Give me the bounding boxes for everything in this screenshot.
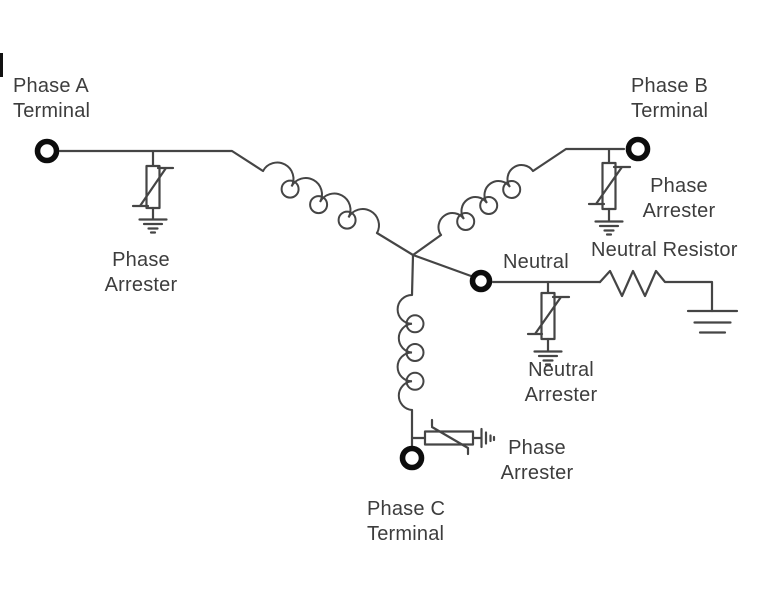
phase-a-arrester-symbol [131,150,175,234]
junction-to-neutral [411,253,473,278]
phase-a-ground-icon [138,218,168,234]
neutral-resistor-label: Neutral Resistor [591,239,738,261]
neutral-arrester-symbol [526,280,571,366]
phase-a-coil-to-junction [375,231,415,257]
neutral-arrester-ground-icon [533,350,563,366]
phase-b-junction-to-coil [411,233,443,257]
phase-b-branch [411,136,651,257]
phase-c-junction-to-coil [410,253,415,297]
neutral-resistor-ground-icon [686,309,739,334]
scan-edge-artifact [0,53,3,77]
neutral-resistor-symbol [598,269,714,313]
phase-a-winding-coil [262,161,380,234]
phase-c-terminal-label: Phase C Terminal [367,498,446,545]
phase-a-arrester-label: Phase Arrester [104,249,178,296]
phase-b-arrester-symbol [587,148,632,236]
phase-a-branch [34,138,415,257]
neutral-arrester-label: Neutral Arrester [524,359,598,406]
phase-c-arrester-label: Phase Arrester [500,437,574,484]
phase-b-terminal-bushing [625,136,651,162]
neutral-label: Neutral [503,251,569,273]
neutral-branch [411,253,739,366]
phase-b-ground-icon [594,220,624,236]
phase-c-winding-coil [396,294,425,411]
phase-b-terminal-label: Phase B Terminal [631,75,709,122]
phase-b-arrester-label: Phase Arrester [642,175,716,222]
phase-a-terminal-label: Phase A Terminal [13,75,91,122]
phase-b-winding-coil [437,164,534,236]
phase-c-branch [396,253,496,471]
neutral-bushing [469,269,493,293]
phase-a-conductor [58,149,265,173]
phase-b-conductor [531,147,626,173]
phase-c-terminal-bushing [399,445,425,471]
phase-a-terminal-bushing [34,138,60,164]
phase-c-ground-icon [480,427,496,449]
phase-c-arrester-symbol [410,418,496,456]
